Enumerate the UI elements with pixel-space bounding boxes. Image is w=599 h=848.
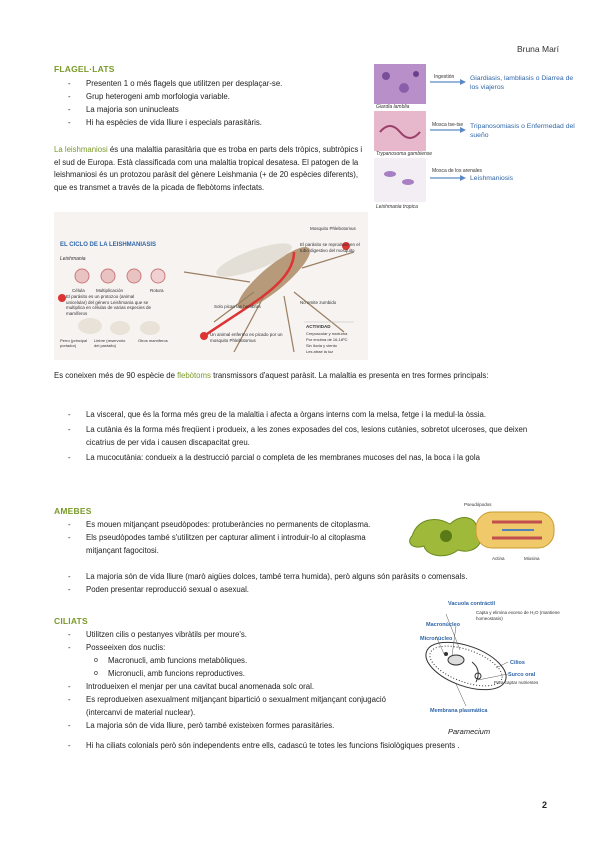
- label-surco-desc: Para captar nutrientes: [494, 680, 539, 685]
- sound-label: No emite zumbido: [300, 300, 337, 305]
- actin-label: Actina: [492, 556, 505, 561]
- flagel-list: Presenten 1 o més flagels que utilitzen …: [54, 77, 374, 129]
- list-item: La majoria son uninucleats: [54, 103, 374, 116]
- amebes-list: Es mouen mitjançant pseudòpodes: protube…: [54, 518, 394, 557]
- result-leishmania: Leishmaniosis: [470, 175, 514, 182]
- cycle-step-2: Un animal enfermo es picado por un mosqu…: [210, 332, 283, 343]
- result-trypanosoma: Tripanosomiasis o Enfermedad del sueño: [470, 123, 575, 139]
- list-item: Hi ha espècies de vida lliure i especial…: [54, 116, 374, 129]
- stage-label: Multiplicación: [96, 288, 124, 293]
- list-item: Introdueixen el menjar per una cavitat b…: [54, 680, 414, 693]
- list-item: Es mouen mitjançant pseudòpodes: protube…: [54, 518, 394, 531]
- arrow-label: Mosca tse-tse: [432, 122, 463, 128]
- figure-caption: Paramecium: [448, 727, 491, 736]
- mosquito-label: Mosquito Phlebotomus: [310, 226, 357, 231]
- list-item: La mucocutània: condueix a la destrucció…: [54, 451, 544, 464]
- list-item: Utilitzen cilis o pestanyes vibràtils pe…: [54, 628, 394, 641]
- amoeba-figure: Pseudópodos Actina Miosina: [409, 502, 555, 561]
- nuclei-list: Macronucli, amb funcions metabòliques. M…: [54, 654, 394, 680]
- list-item: Poden presentar reproducció sexual o ase…: [54, 583, 554, 596]
- animal-label: Perro (principal portador): [60, 338, 88, 348]
- leishmaniosi-text: és una malaltia parasitària que es troba…: [54, 145, 363, 192]
- animal-label: Otros mamíferos: [138, 338, 168, 343]
- pseudopod-label: Pseudópodos: [464, 502, 492, 507]
- amebes-list-cont: La majoria són de vida lliure (marò aigü…: [54, 570, 554, 596]
- ciliats-list-cont: Introdueixen el menjar per una cavitat b…: [54, 680, 414, 732]
- list-item: Posseeixen dos nuclis:: [54, 641, 394, 654]
- paramecium-figure: [425, 613, 509, 707]
- flagellates-figure: Giardia lamblia Trypanosoma gambiense Le…: [374, 64, 483, 210]
- flebotoms-text: Es coneixen més de 90 espècie de: [54, 371, 178, 380]
- label-macronucleo: Macronúcleo: [426, 622, 460, 628]
- cycle-step-3: El parásito se reproduce en el tubo dige…: [300, 242, 360, 253]
- activity-item: Crepuscular y nocturna: [306, 331, 348, 336]
- arrow-label: Mosca de los arenales: [432, 168, 483, 174]
- list-item: Es reprodueixen asexualment mitjançant b…: [54, 693, 414, 719]
- section-title-amebes: AMEBES: [54, 506, 92, 516]
- result-giardia: Giardiasis, lambliasis o Diarrea de los …: [470, 75, 574, 91]
- section-title-flagel: FLAGEL·LATS: [54, 64, 115, 74]
- forms-list: La visceral, que és la forma més greu de…: [54, 408, 544, 464]
- leishmania-image: [374, 158, 426, 202]
- list-item: La majoria són de vida lliure (marò aigü…: [54, 570, 554, 583]
- list-item: La visceral, que és la forma més greu de…: [54, 408, 544, 421]
- stage-label: Célula: [72, 288, 85, 293]
- leishmania-label: Leishmania: [60, 256, 86, 262]
- label-cilios: Cilios: [510, 660, 525, 666]
- stage-label: Rotura: [150, 288, 164, 293]
- section-title-ciliats: CILIATS: [54, 616, 88, 626]
- author-name: Bruna Marí: [516, 44, 559, 54]
- cycle-title: EL CICLO DE LA LEISHMANIASIS: [60, 242, 156, 248]
- arrow-label: Ingestión: [434, 74, 455, 80]
- flebotoms-text: transmissors d'aquest paràsit. La malalt…: [210, 371, 489, 380]
- leishmaniosi-paragraph: La leishmaniosi és una malaltia parasità…: [54, 144, 366, 194]
- list-item: La cutània és la forma més freqüent i pr…: [54, 423, 544, 449]
- list-item: Hi ha ciliats colonials però són indepen…: [54, 739, 554, 752]
- page-number: 2: [541, 800, 547, 810]
- ciliats-list-last: Hi ha ciliats colonials però són indepen…: [54, 739, 554, 752]
- list-item: Presenten 1 o més flagels que utilitzen …: [54, 77, 374, 90]
- leishmania-label: Leishmania tropica: [376, 204, 418, 210]
- cycle-step-1: El parásito es un protozoo (animal unice…: [66, 294, 152, 316]
- myosin-label: Miosina: [524, 556, 540, 561]
- label-surco: Surco oral: [508, 672, 536, 678]
- giardia-label: Giardia lamblia: [376, 104, 410, 110]
- activity-title: ACTIVIDAD: [306, 324, 331, 329]
- animal-label: Liebre (reservorio del parásito): [94, 338, 126, 348]
- label-micronucleo: Micronúcleo: [420, 636, 453, 642]
- flebotoms-term: flebòtoms: [177, 371, 211, 380]
- list-item: Grup heterogeni amb morfologia variable.: [54, 90, 374, 103]
- bite-label: Solo pican las hembras: [214, 304, 262, 309]
- ciliats-list: Utilitzen cilis o pestanyes vibràtils pe…: [54, 628, 394, 654]
- list-item: Micronucli, amb funcions reproductives.: [54, 667, 394, 680]
- paramecium-cell: [425, 641, 507, 691]
- label-vacuola-desc: Capta y elimina exceso de H₂O (mantiene …: [476, 610, 560, 621]
- label-membrana: Membrana plasmática: [430, 708, 488, 714]
- leishmaniasis-cycle-figure: EL CICLO DE LA LEISHMANIASIS Leishmania …: [54, 212, 368, 360]
- activity-item: Por encima de 16-18ºC: [306, 337, 348, 342]
- trypanosoma-label: Trypanosoma gambiense: [376, 151, 432, 157]
- activity-item: Les atrae la luz: [306, 349, 333, 354]
- label-vacuola: Vacuola contráctil: [448, 601, 496, 607]
- list-item: La majoria són de vida lliure, però tamb…: [54, 719, 414, 732]
- giardia-image: [374, 64, 426, 104]
- flebotoms-paragraph: Es coneixen més de 90 espècie de flebòto…: [54, 370, 544, 383]
- leishmaniosi-term: La leishmaniosi: [54, 145, 108, 154]
- list-item: Els pseudòpodes també s'utilitzen per ca…: [54, 531, 394, 557]
- activity-item: Sin lluvia y viento: [306, 343, 338, 348]
- list-item: Macronucli, amb funcions metabòliques.: [54, 654, 394, 667]
